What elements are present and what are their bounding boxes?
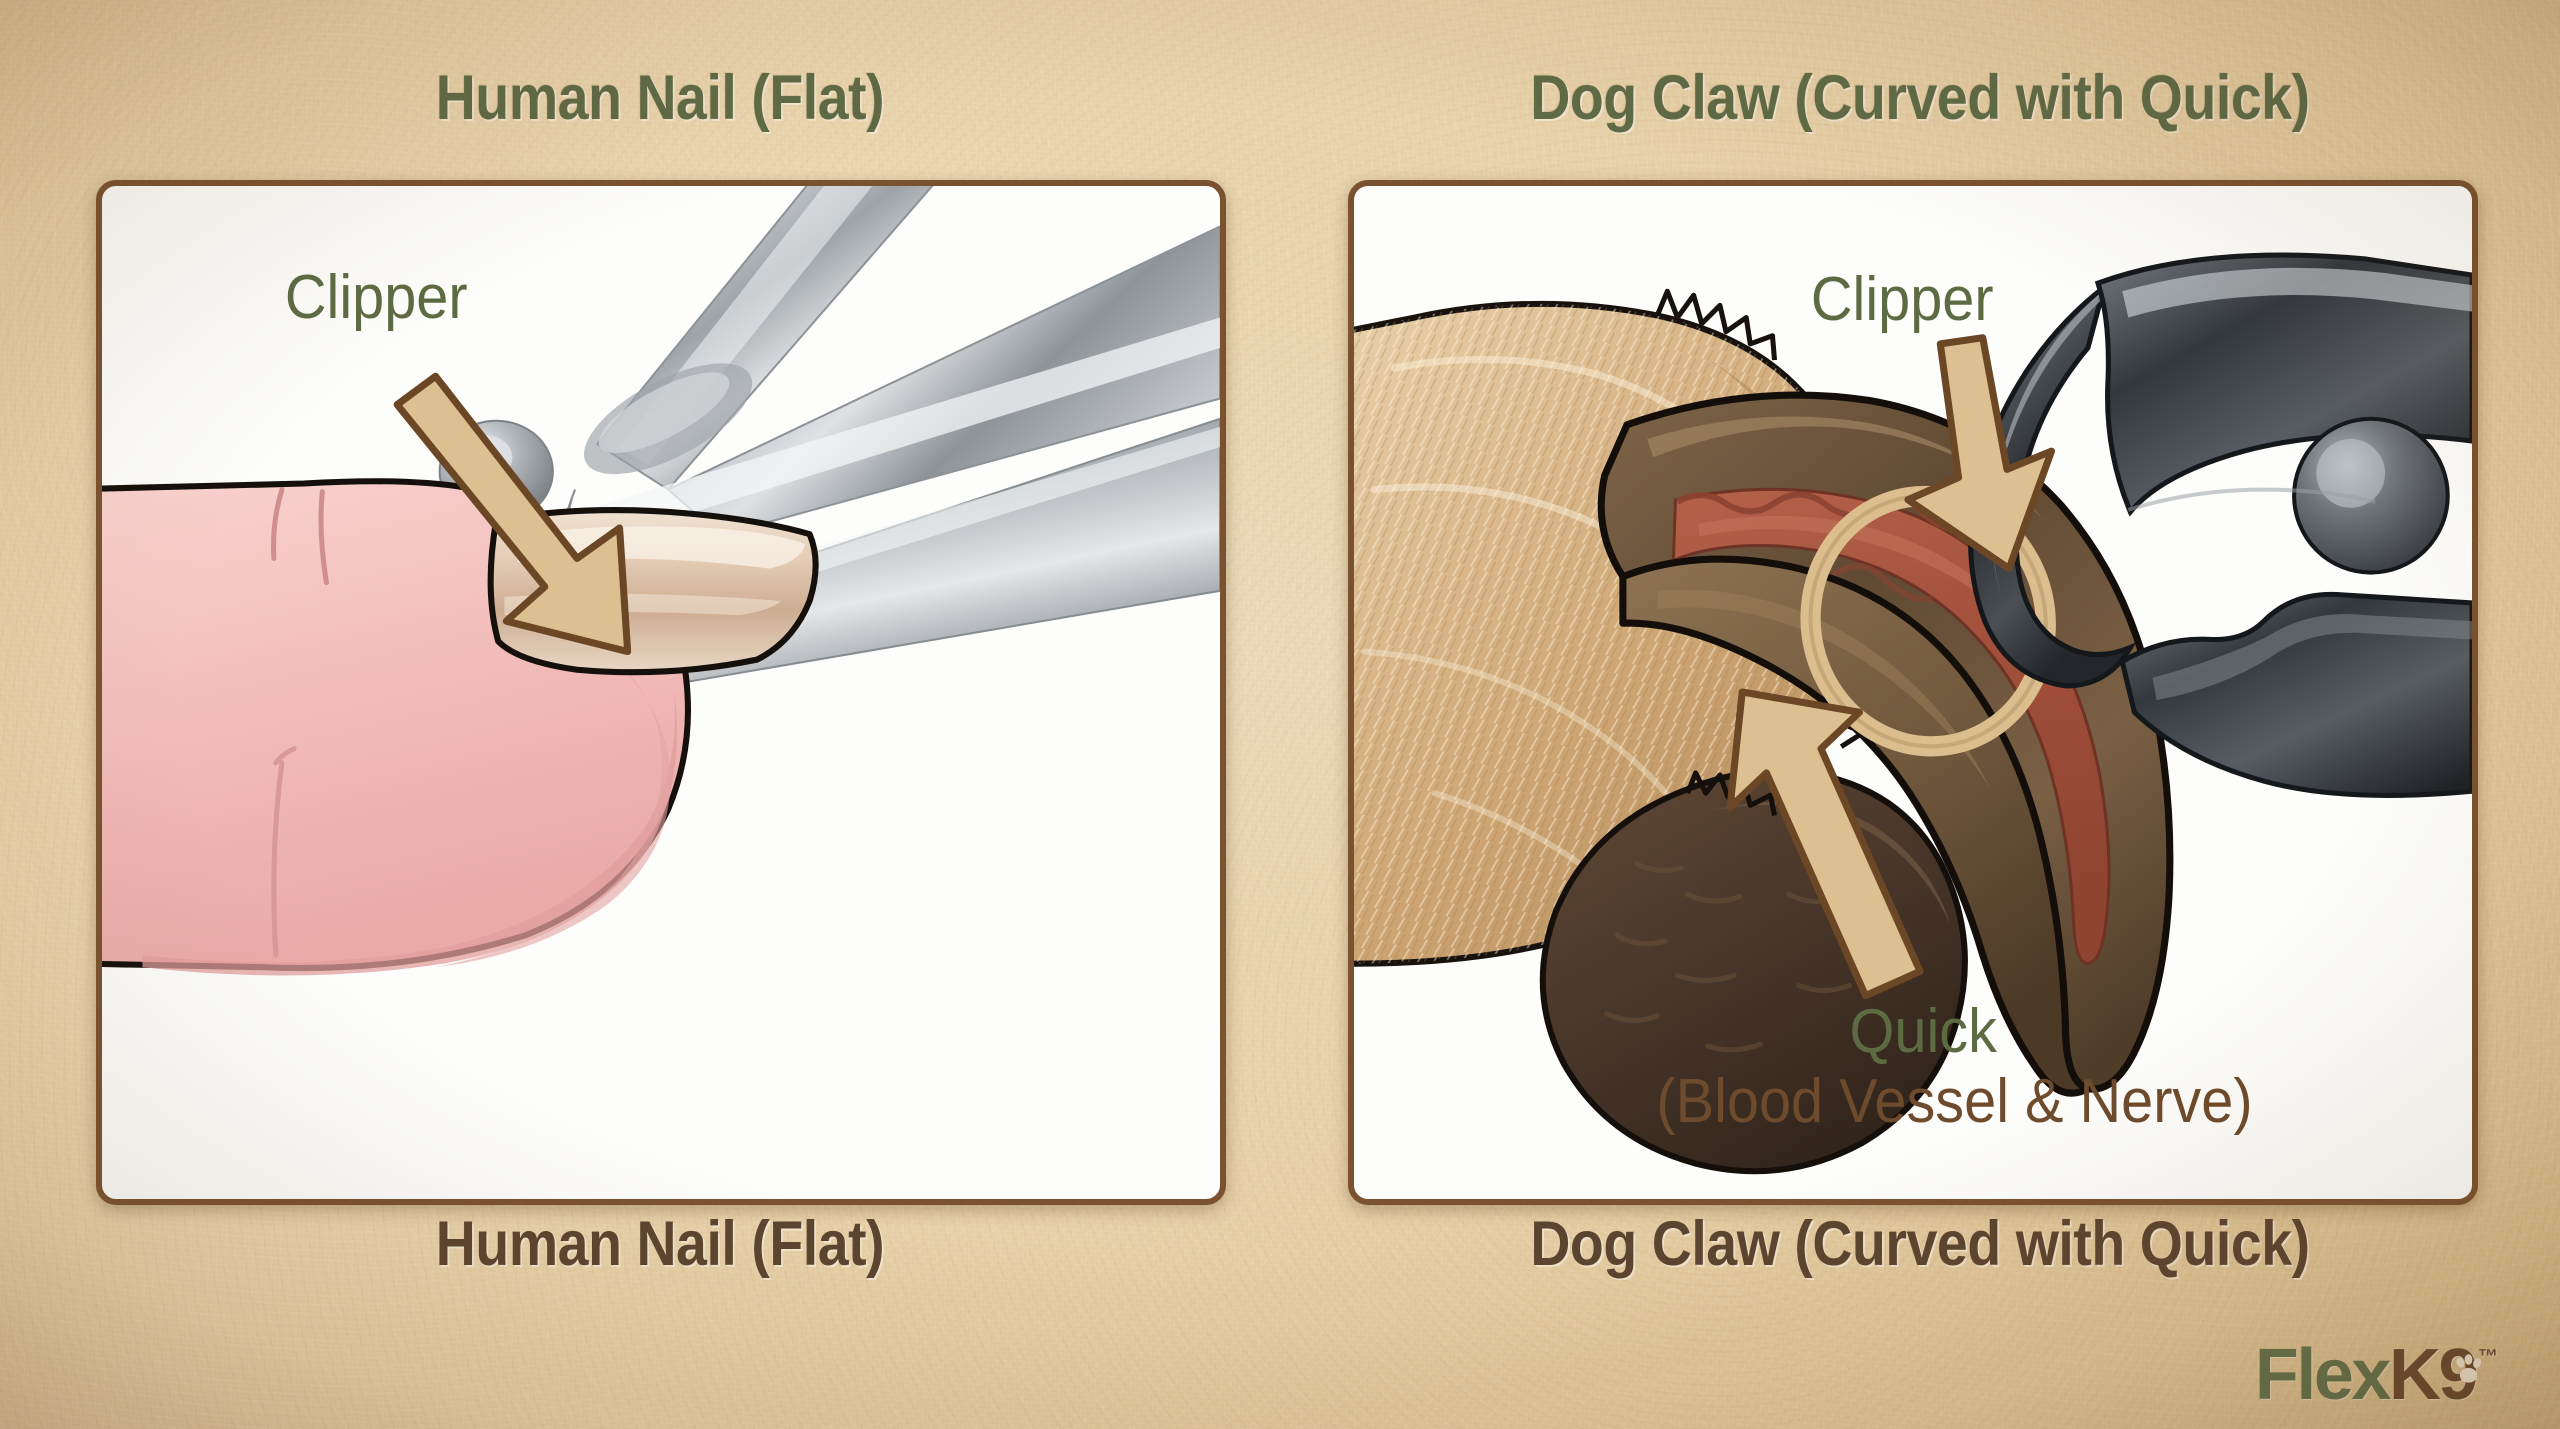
logo-k-text: K <box>2388 1335 2441 1415</box>
clipper-arrow-right <box>1904 334 2056 573</box>
quick-highlight-ring <box>1800 485 2056 757</box>
label-quick: Quick <box>1849 997 1997 1066</box>
panel-human-nail: Clipper <box>96 180 1226 1205</box>
paw-print-icon <box>2456 1354 2482 1383</box>
label-clipper-left: Clipper <box>284 263 468 332</box>
dog-claw-clipper <box>1968 252 2472 798</box>
panel-dog-claw-inner: Clipper Quick (Blood Vessel & Nerve) <box>1354 186 2472 1199</box>
caption-human-nail: Human Nail (Flat) <box>435 1209 885 1279</box>
panel-human-nail-inner: Clipper <box>102 186 1220 1199</box>
label-clipper-right: Clipper <box>1810 265 1994 334</box>
caption-dog-claw: Dog Claw (Curved with Quick) <box>1530 1209 2310 1279</box>
human-nail-illustration <box>102 186 1220 976</box>
heading-human-nail: Human Nail (Flat) <box>435 63 885 133</box>
clipper-arrow-left <box>393 372 632 656</box>
quick-arrow <box>1726 688 1924 1000</box>
dog-claw-illustration <box>1354 252 2472 1175</box>
human-finger <box>102 478 819 976</box>
label-quick-subtitle: (Blood Vessel & Nerve) <box>1656 1067 2253 1136</box>
heading-dog-claw: Dog Claw (Curved with Quick) <box>1530 63 2310 133</box>
logo-flex-text: Flex <box>2254 1335 2392 1415</box>
brand-logo: Flex K 9 ™ <box>2255 1339 2498 1411</box>
logo-trademark: ™ <box>2478 1346 2498 1368</box>
panel-dog-claw: Clipper Quick (Blood Vessel & Nerve) <box>1348 180 2478 1205</box>
logo-nine-wrap: 9 <box>2438 1339 2482 1411</box>
